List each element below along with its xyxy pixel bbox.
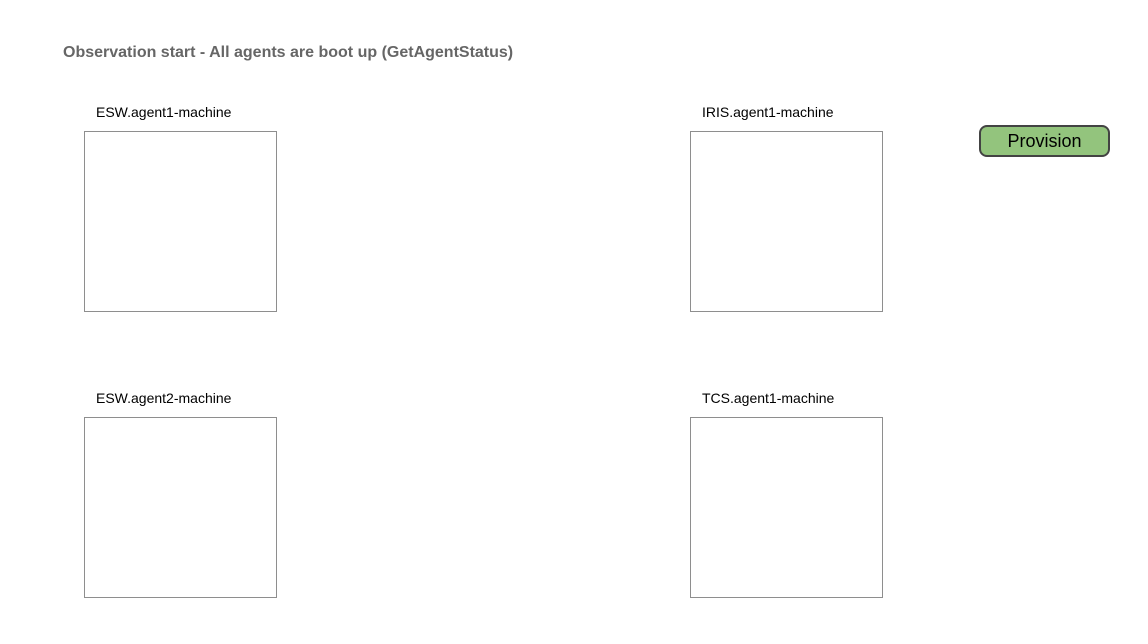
- machine-label: ESW.agent2-machine: [96, 390, 232, 406]
- machine-box-tcs-agent1: [690, 417, 883, 598]
- machine-box-iris-agent1: [690, 131, 883, 312]
- machine-box-esw-agent1: [84, 131, 277, 312]
- machine-label: IRIS.agent1-machine: [702, 104, 834, 120]
- machine-label: TCS.agent1-machine: [702, 390, 835, 406]
- machine-label: ESW.agent1-machine: [96, 104, 232, 120]
- page-title: Observation start - All agents are boot …: [63, 44, 514, 61]
- machine-box-esw-agent2: [84, 417, 277, 598]
- provision-button[interactable]: Provision: [979, 125, 1110, 157]
